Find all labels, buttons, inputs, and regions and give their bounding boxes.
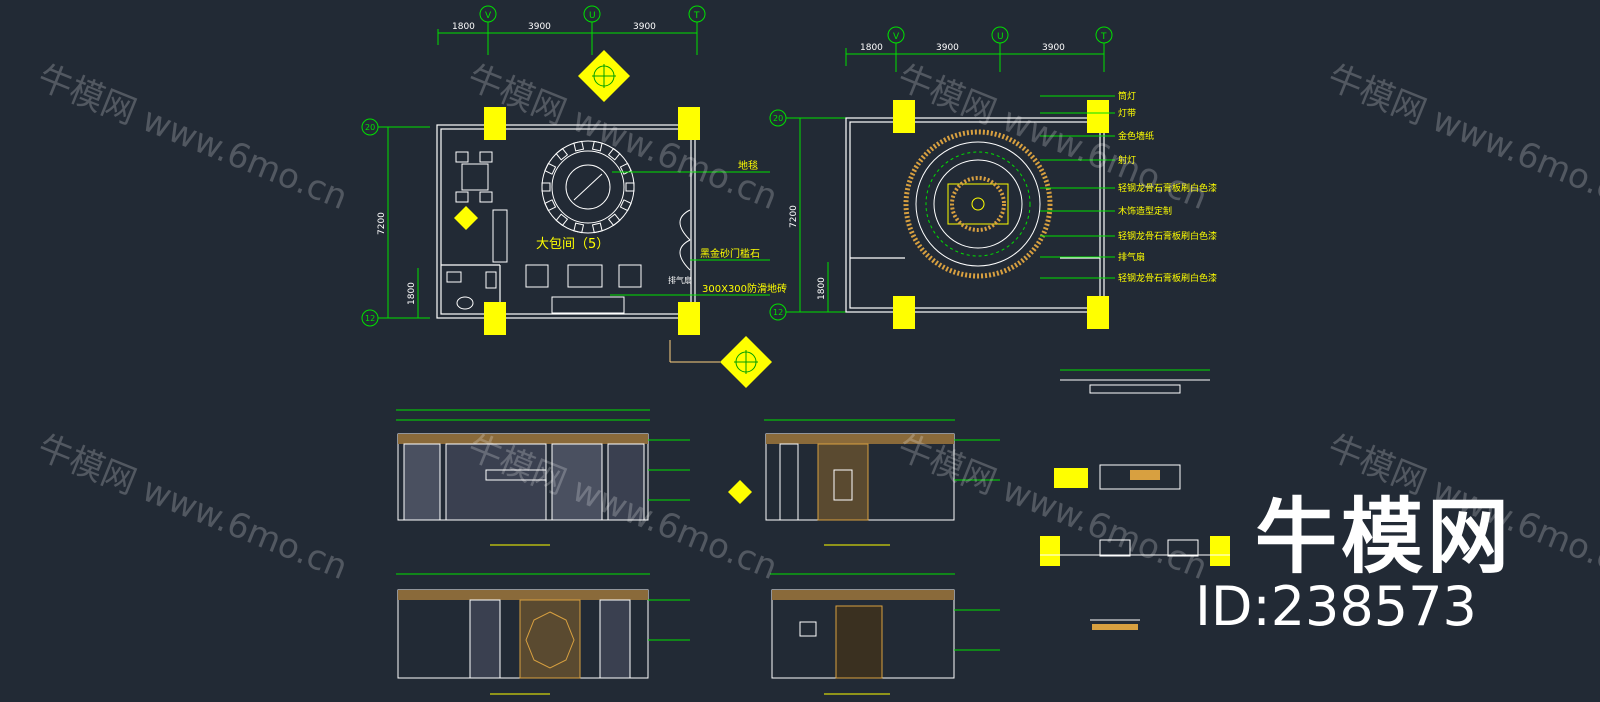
corner-table-set <box>455 151 493 203</box>
left-plan-walls <box>436 124 696 319</box>
dining-chair <box>555 213 569 227</box>
left-plan-columns <box>484 107 700 335</box>
elevation-4 <box>770 573 1000 695</box>
left-callout-threshold: 黑金砂门槛石 <box>700 247 760 260</box>
dining-chair <box>607 213 621 227</box>
left-callout-carpet: 地毯 <box>738 159 758 172</box>
left-dim-side-2: 1800 <box>407 282 417 305</box>
detail-sections <box>1040 369 1230 630</box>
section-marker-bottom <box>720 336 772 388</box>
right-grid-label-20: 20 <box>773 114 783 123</box>
right-dim-top-2: 3900 <box>936 43 959 53</box>
right-callout-5: 轻钢龙骨石膏板刷白色漆 <box>1118 182 1217 194</box>
right-grid-label-u: U <box>997 32 1004 42</box>
right-grid-bubbles-side <box>769 109 846 321</box>
elevation-3 <box>396 573 690 695</box>
right-callout-9: 轻钢龙骨石膏板刷白色漆 <box>1118 272 1217 284</box>
right-grid-bubbles-top <box>845 26 1113 72</box>
right-dim-top-3: 3900 <box>1042 43 1065 53</box>
right-grid-label-12: 12 <box>773 308 783 317</box>
left-grid-label-20: 20 <box>365 123 375 132</box>
dining-chair <box>619 199 632 212</box>
elevation-1 <box>396 409 690 546</box>
right-callout-2: 灯带 <box>1118 108 1136 119</box>
section-marker-top <box>578 50 630 102</box>
section-marker-small <box>454 206 478 230</box>
dining-chair <box>573 140 585 152</box>
dining-chair <box>544 162 557 175</box>
dining-chair <box>625 182 635 192</box>
dining-chair <box>555 147 569 161</box>
plan-door <box>679 209 691 271</box>
right-dim-side-2: 1800 <box>817 277 827 300</box>
left-grid-bubbles-top <box>437 5 706 55</box>
dining-chair <box>591 222 603 234</box>
left-grid-bubbles-side <box>361 118 430 327</box>
right-grid-label-t: T <box>1100 32 1107 42</box>
dining-chair <box>591 140 603 152</box>
dining-chair <box>541 182 551 192</box>
sofa-set <box>492 209 642 314</box>
model-id-text: ID:238573 <box>1195 575 1477 638</box>
round-dining-table <box>541 140 635 234</box>
right-dim-top-1: 1800 <box>860 43 883 53</box>
restroom-fixtures <box>446 271 497 310</box>
left-grid-label-u: U <box>589 11 596 21</box>
round-table-chairs <box>541 140 635 234</box>
left-plan-callout-lines <box>610 171 770 296</box>
right-ceiling-plan: V U T 1800 3900 3900 20 12 7200 1800 <box>769 26 1217 329</box>
left-dim-top-1: 1800 <box>452 22 475 32</box>
right-callout-7: 轻钢龙骨石膏板刷白色漆 <box>1118 230 1217 242</box>
right-callout-1: 筒灯 <box>1118 90 1136 102</box>
left-dim-top-3: 3900 <box>633 22 656 32</box>
right-plan-callout-lines <box>1040 95 1115 279</box>
right-plan-columns <box>893 100 1109 329</box>
left-callout-tile: 300X300防滑地砖 <box>702 282 787 295</box>
right-callout-3: 金色墙纸 <box>1118 130 1154 142</box>
right-callout-4: 射灯 <box>1118 154 1136 166</box>
right-plan-walls <box>845 117 1105 313</box>
left-grid-label-12: 12 <box>365 314 375 323</box>
left-grid-label-t: T <box>693 11 700 21</box>
elevation-2 <box>728 419 1000 546</box>
right-grid-label-v: V <box>893 32 900 42</box>
left-floor-plan: V U T 1800 3900 3900 20 12 7200 1800 <box>361 5 787 388</box>
right-callout-6: 木饰造型定制 <box>1118 205 1172 217</box>
dining-chair <box>619 162 632 175</box>
right-callout-8: 排气扇 <box>1118 251 1145 263</box>
brand-logo-text: 牛模网 <box>1255 490 1514 585</box>
right-plan-callouts: 筒灯 灯带 金色墙纸 射灯 轻钢龙骨石膏板刷白色漆 木饰造型定制 轻钢龙骨石膏板… <box>1118 90 1217 284</box>
dining-chair <box>573 222 585 234</box>
left-dim-top-2: 3900 <box>528 22 551 32</box>
left-dim-side-1: 7200 <box>377 212 387 235</box>
right-dim-side-1: 7200 <box>789 205 799 228</box>
dining-chair <box>607 147 621 161</box>
dining-chair <box>544 199 557 212</box>
room-title: 大包间（5） <box>536 237 609 252</box>
left-callout-fan: 排气扇 <box>668 275 692 285</box>
left-grid-label-v: V <box>485 11 492 21</box>
ceiling-dome <box>903 129 1053 279</box>
